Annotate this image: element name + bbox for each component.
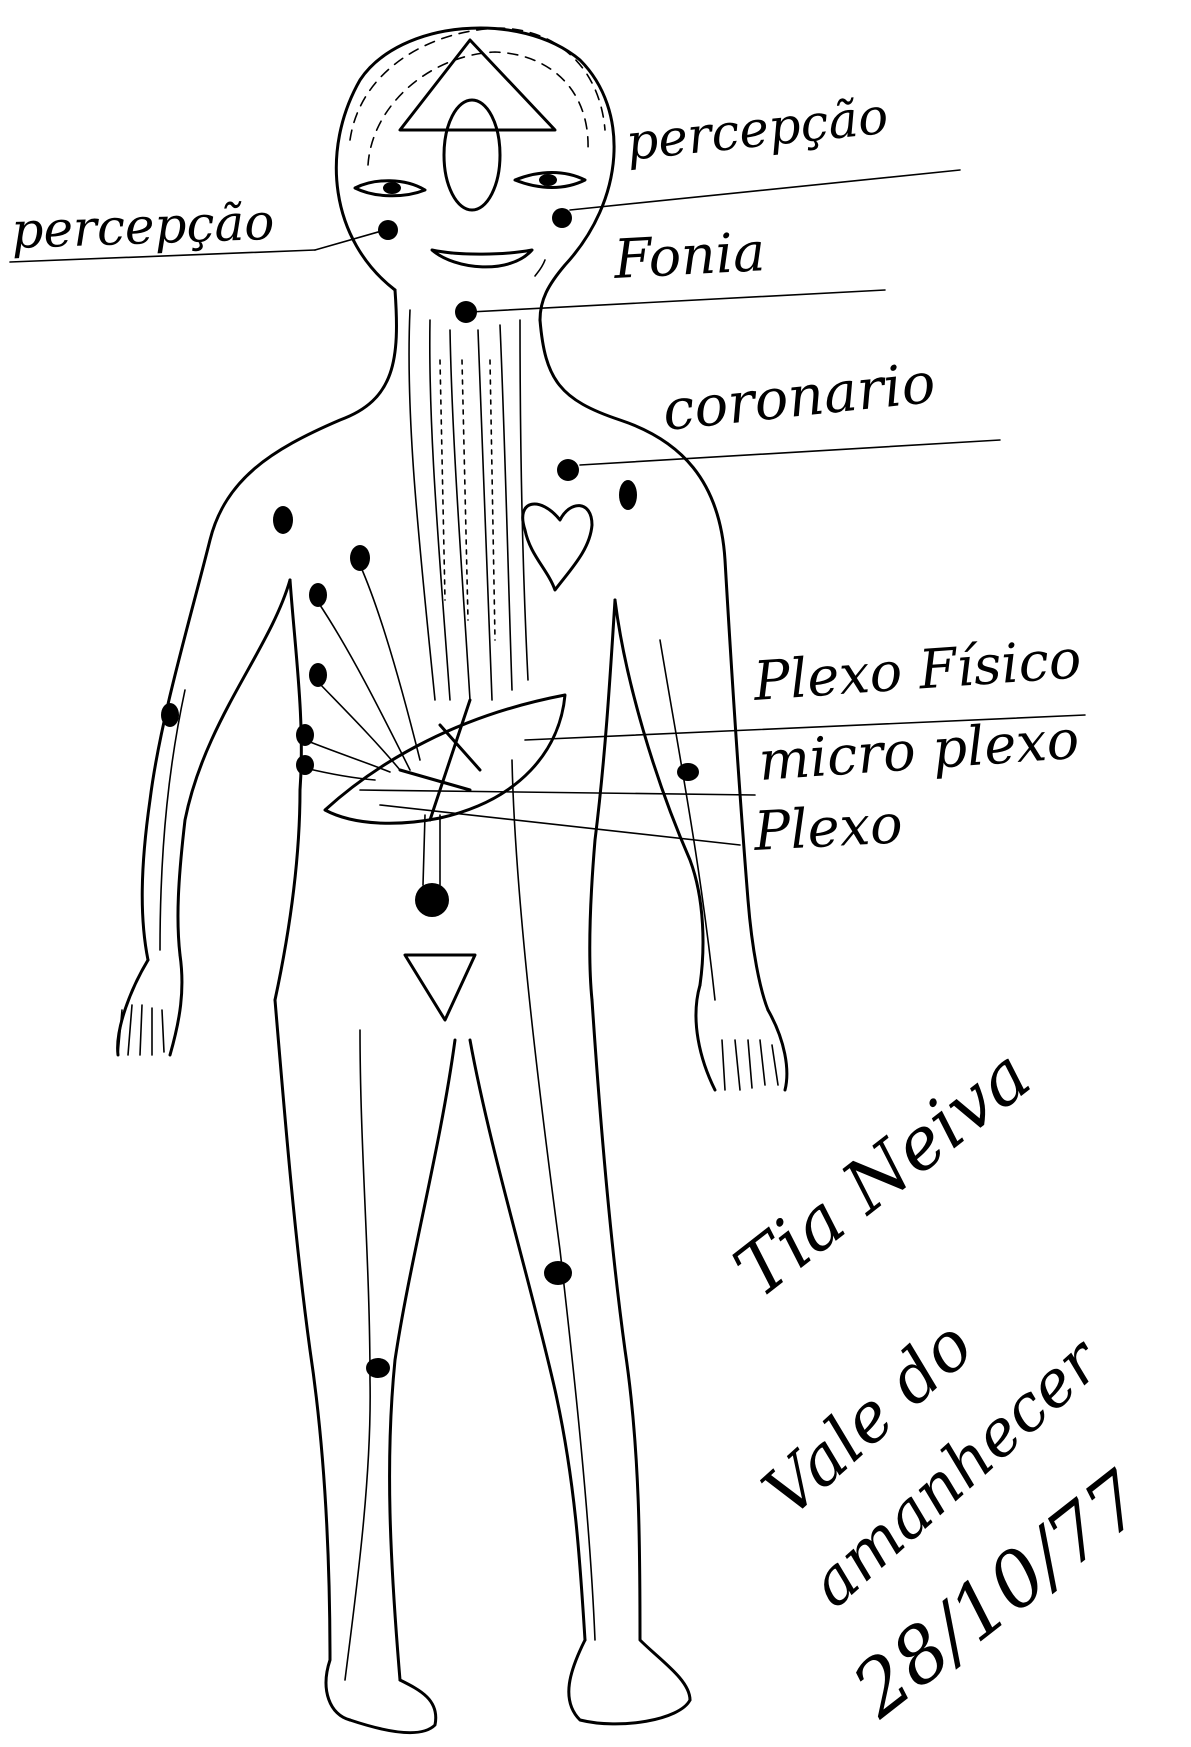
label-micro-plexo: micro plexo bbox=[757, 708, 1082, 793]
label-percepcao-left: percepção bbox=[10, 193, 275, 260]
third-eye-oval bbox=[444, 100, 500, 210]
cheek-dot-left bbox=[378, 220, 398, 240]
label-coronario: coronario bbox=[660, 351, 939, 444]
knee-dot-right bbox=[544, 1261, 572, 1285]
cheek-dot-right bbox=[552, 208, 572, 228]
pubic-triangle bbox=[405, 955, 475, 1020]
mouth bbox=[432, 250, 532, 267]
signature-author: Tia Neiva bbox=[719, 1032, 1046, 1313]
label-plexo-fisico: Plexo Físico bbox=[751, 627, 1084, 713]
eyes bbox=[355, 173, 585, 196]
label-plexo: Plexo bbox=[751, 792, 904, 863]
plexus-shape bbox=[325, 695, 565, 823]
left-chakras bbox=[161, 506, 420, 780]
energy-stream bbox=[409, 310, 528, 700]
body-outline bbox=[118, 290, 787, 1733]
heart bbox=[523, 504, 592, 590]
navel-dot bbox=[415, 883, 449, 917]
label-percepcao-right: percepção bbox=[623, 87, 891, 172]
label-fonia: Fonia bbox=[611, 220, 766, 291]
right-hand-dot bbox=[677, 763, 699, 781]
coronario-dot bbox=[557, 459, 579, 481]
knee-dot-left bbox=[366, 1358, 390, 1378]
